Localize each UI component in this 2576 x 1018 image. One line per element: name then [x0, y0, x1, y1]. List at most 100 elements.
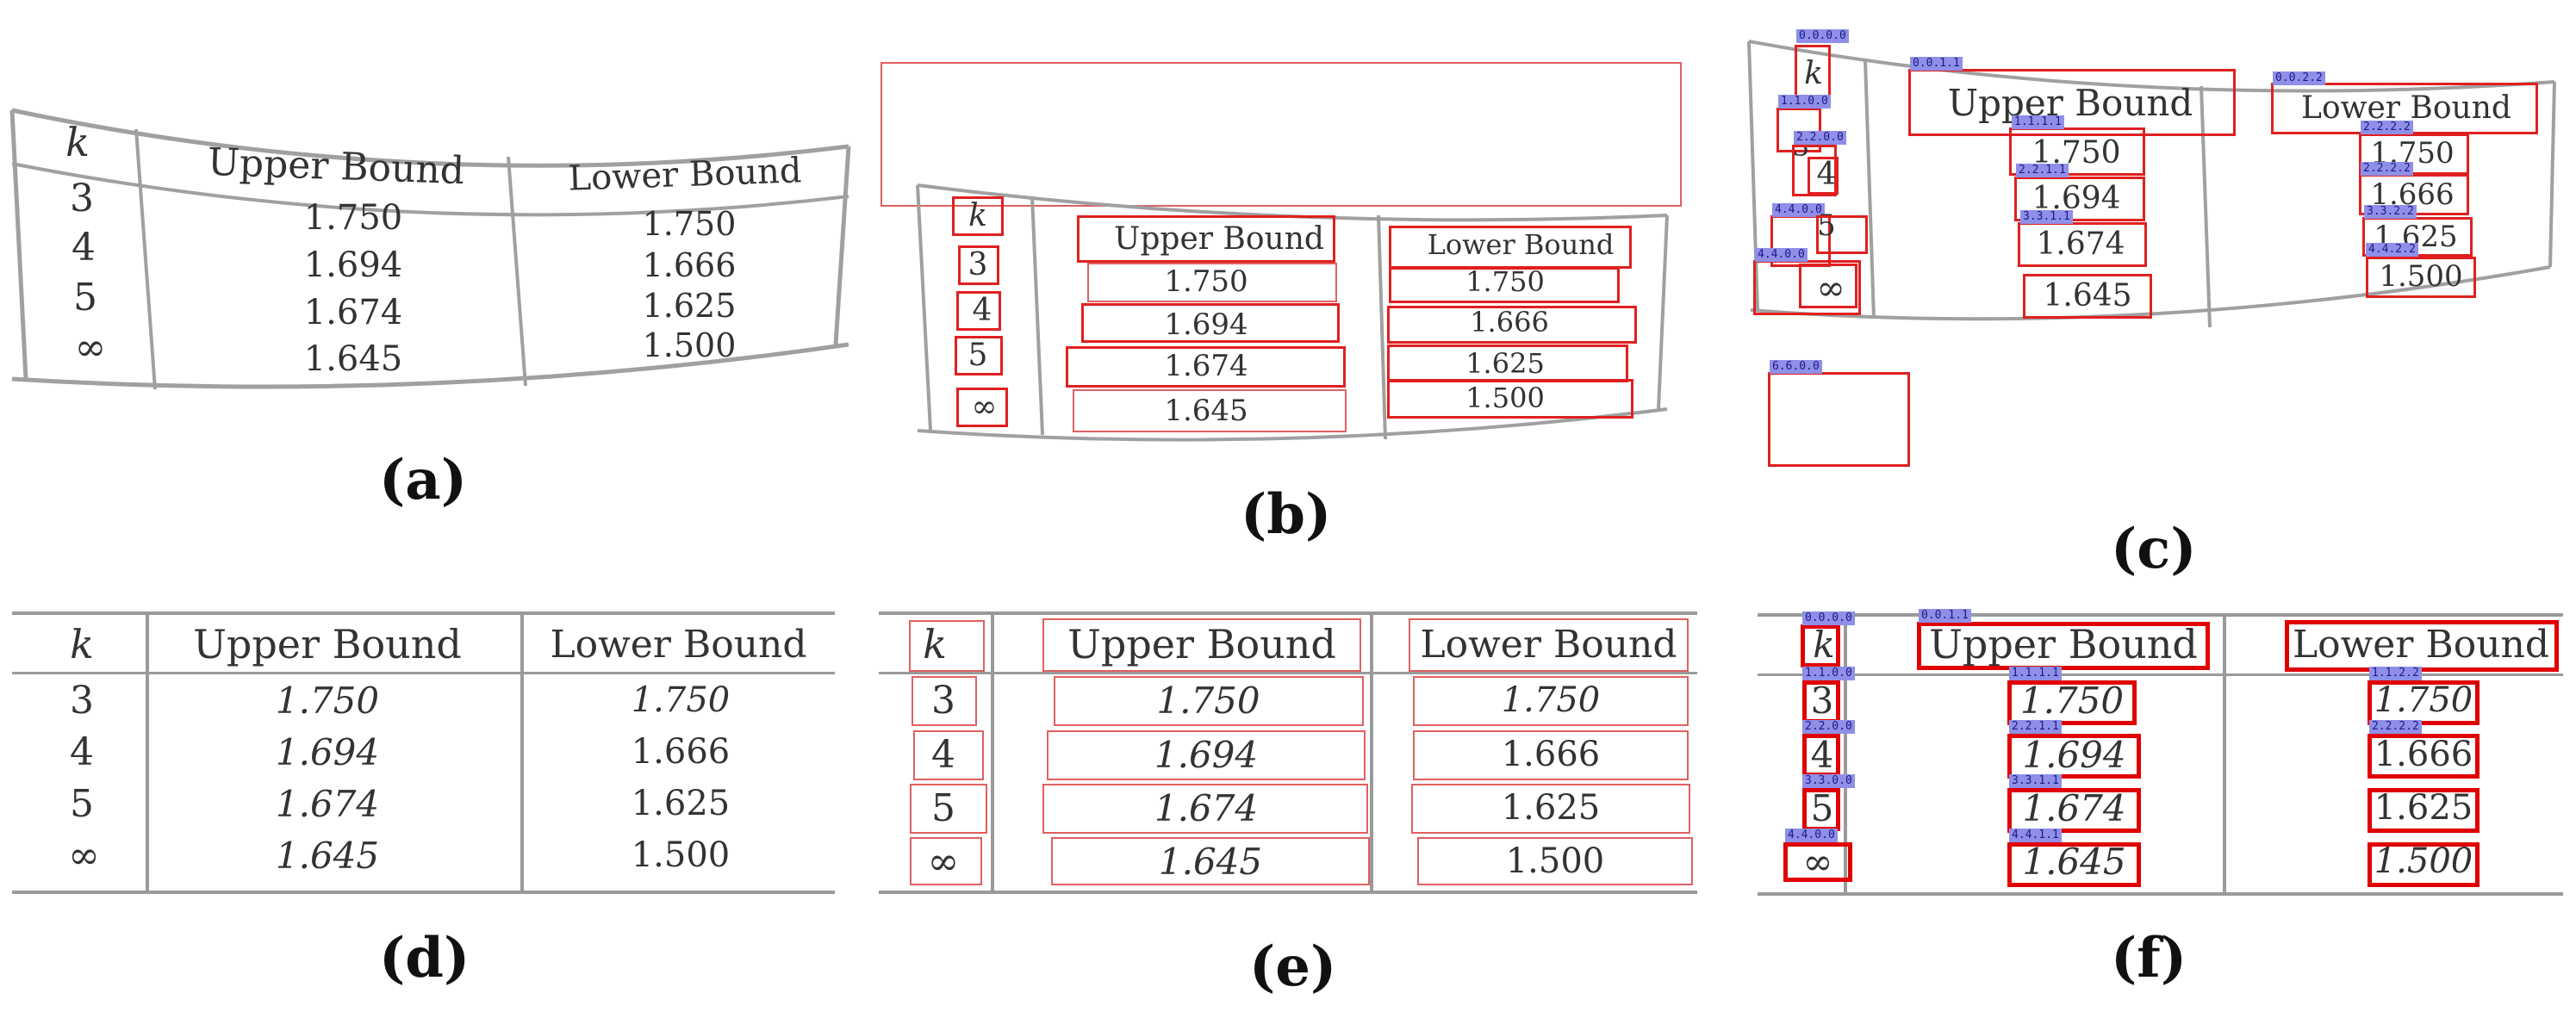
d-l-3: 1.500	[631, 835, 731, 875]
panel-d: k Upper Bound Lower Bound 3 1.750 1.750 …	[0, 594, 862, 1008]
caption-f: (f)	[2111, 926, 2187, 990]
f-tag-r2l: 2.2.2.2	[2369, 720, 2422, 734]
d-col-rule-1	[146, 615, 149, 891]
panel-f: k 0.0.0.0 Upper Bound 0.0.1.1 Lower Boun…	[1749, 594, 2576, 1008]
d-l-1: 1.666	[631, 732, 731, 772]
c-tag-r1l: 2.2.2.2	[2361, 121, 2413, 134]
a-l-2: 1.625	[642, 287, 737, 325]
f-k-0: 3	[1810, 679, 1834, 722]
f-header-lower: Lower Bound	[2292, 622, 2550, 667]
d-u-0: 1.750	[275, 679, 380, 722]
c-tag-extra: 6.6.0.0	[1770, 360, 1822, 374]
f-u-2: 1.674	[2022, 786, 2126, 829]
f-tag-k: 0.0.0.0	[1802, 611, 1855, 625]
e-box-upper	[1042, 618, 1361, 672]
e-box-l-3	[1417, 837, 1693, 885]
d-u-3: 1.645	[275, 834, 380, 877]
b-l-1: 1.666	[1470, 306, 1549, 338]
b-box-l-2	[1387, 345, 1628, 382]
e-u-0: 1.750	[1156, 679, 1260, 722]
e-u-2: 1.674	[1154, 786, 1259, 829]
a-k-2: 5	[73, 275, 97, 320]
c-header-lower: Lower Bound	[2301, 90, 2511, 126]
d-l-2: 1.625	[631, 784, 731, 823]
b-u-1: 1.694	[1164, 307, 1248, 342]
b-header-lower: Lower Bound	[1427, 228, 1615, 261]
caption-d: (d)	[379, 926, 470, 990]
curved-table-a	[9, 108, 851, 390]
f-box-upper	[1917, 622, 2210, 670]
b-box-u-1	[1081, 303, 1340, 343]
b-box-upper	[1077, 215, 1335, 263]
f-box-k	[1801, 624, 1840, 667]
d-u-1: 1.694	[275, 730, 380, 773]
b-box-l-3	[1387, 379, 1633, 419]
c-header-k: k	[1804, 55, 1823, 91]
d-u-2: 1.674	[275, 782, 380, 825]
f-u-0: 1.750	[2019, 679, 2125, 722]
f-tag-r2k: 2.2.0.0	[1802, 720, 1855, 734]
f-box-r1l	[2368, 680, 2480, 725]
b-box-u-2	[1066, 346, 1346, 388]
b-box-l-0	[1389, 267, 1620, 303]
b-l-2: 1.625	[1465, 347, 1545, 380]
caption-b: (b)	[1241, 482, 1332, 547]
b-header-k: k	[968, 197, 987, 233]
e-box-k-1	[913, 730, 984, 780]
f-tag-r3k: 3.3.0.0	[1802, 774, 1855, 788]
c-tag-lower: 0.0.2.2	[2273, 71, 2325, 85]
c-tag-r2u: 2.2.1.1	[2016, 164, 2069, 177]
f-box-r1k	[1802, 680, 1840, 723]
e-box-k-0	[912, 676, 977, 726]
b-u-0: 1.750	[1164, 264, 1248, 299]
e-box-k-2	[910, 784, 987, 834]
b-box-k-0	[958, 245, 999, 285]
f-table	[1758, 613, 2563, 896]
f-l-2: 1.625	[2374, 788, 2473, 828]
a-u-2: 1.674	[303, 293, 403, 332]
e-l-1: 1.666	[1501, 735, 1601, 774]
a-l-0: 1.750	[642, 205, 737, 243]
e-box-k-3	[910, 837, 982, 885]
e-table	[879, 611, 1697, 894]
a-k-0: 3	[70, 176, 94, 220]
c-tag-r3k: 4.4.0.0	[1772, 203, 1825, 217]
curved-table-c	[1747, 40, 2556, 328]
d-table	[12, 611, 835, 894]
caption-c: (c)	[2111, 517, 2197, 581]
d-k-1: 4	[70, 729, 94, 774]
f-l-0: 1.750	[2374, 680, 2473, 720]
panel-a: k Upper Bound Lower Bound 3 1.750 1.750 …	[0, 0, 862, 517]
b-header-upper: Upper Bound	[1114, 220, 1324, 257]
b-box-k-1	[956, 291, 1001, 331]
c-box-r1l	[2359, 133, 2469, 175]
f-tag-r2u: 2.2.1.1	[2009, 720, 2062, 734]
d-header-lower: Lower Bound	[550, 622, 807, 667]
c-u-3: 1.645	[2043, 277, 2132, 313]
d-header-upper: Upper Bound	[193, 621, 462, 667]
b-u-3: 1.645	[1164, 394, 1248, 428]
c-box-r2u	[2014, 177, 2145, 221]
a-u-1: 1.694	[303, 245, 403, 285]
e-header-lower: Lower Bound	[1420, 622, 1677, 667]
e-box-u-1	[1047, 730, 1366, 780]
c-tag-upper: 0.0.1.1	[1910, 57, 1963, 71]
f-box-r4u	[2007, 842, 2141, 887]
e-box-u-0	[1054, 676, 1364, 726]
b-u-2: 1.674	[1164, 349, 1248, 383]
f-tag-upper: 0.0.1.1	[1919, 609, 1971, 623]
e-box-l-0	[1413, 676, 1689, 726]
panel-b: k Upper Bound Lower Bound 3 1.750 1.750 …	[862, 0, 1723, 560]
c-tag-r3l: 3.3.2.2	[2364, 205, 2417, 219]
e-u-1: 1.694	[1154, 733, 1259, 776]
d-k-3: ∞	[68, 833, 100, 878]
b-box-u-0	[1087, 263, 1337, 302]
d-k-0: 3	[70, 678, 94, 723]
f-header-rule	[1758, 673, 2563, 676]
b-k-2: 5	[968, 337, 988, 373]
f-k-2: 5	[1810, 786, 1834, 829]
c-box-r2k	[1792, 145, 1837, 196]
e-box-lower	[1409, 618, 1689, 672]
f-tag-r1l: 1.1.2.2	[2369, 667, 2422, 680]
c-k-1: 4	[1816, 156, 1837, 192]
